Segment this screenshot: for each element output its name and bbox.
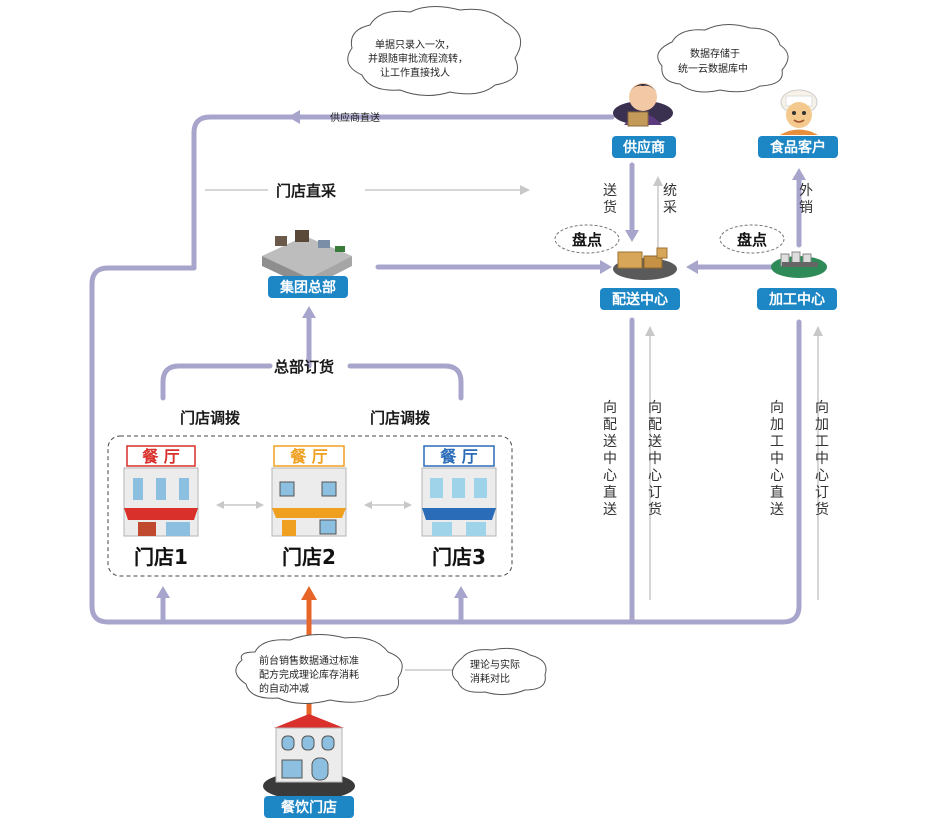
- documents-bubble: 单据只录入一次， 并跟随审批流程流转， 让工作直接找人: [347, 6, 522, 96]
- supplier-direct-label: 供应商直送: [330, 111, 380, 124]
- flow-arrowheads: [156, 110, 806, 598]
- inventory-bubble-right: 盘点: [719, 224, 785, 254]
- svg-text:食品客户: 食品客户: [770, 139, 826, 156]
- dc-order-label: 向配送中心订货: [648, 400, 662, 518]
- supplier-node: 供应商: [612, 136, 676, 158]
- arrowhead-supplier-to-dc: [625, 230, 639, 242]
- dc-direct-label: 向配送中心直送: [603, 400, 617, 518]
- food-customer-icon: [780, 89, 818, 135]
- svg-text:配送中心: 配送中心: [612, 291, 668, 308]
- processing-center-icon: [771, 251, 827, 278]
- restaurant-store: 餐饮门店: [263, 714, 355, 818]
- dc-order-arrowhead: [645, 326, 655, 336]
- deliver-label: 送货: [603, 183, 617, 216]
- arrowhead-to-hq: [302, 306, 316, 318]
- hq-order-bracket: [160, 363, 464, 401]
- svg-text:前台销售数据通过标准: 前台销售数据通过标准: [259, 654, 359, 667]
- svg-text:餐 厅: 餐 厅: [289, 447, 328, 466]
- processing-center-node: 加工中心: [757, 288, 837, 310]
- food-customer-node: 食品客户: [758, 136, 838, 158]
- distribution-center-node: 配送中心: [600, 288, 680, 310]
- supplier-direct-line: [89, 114, 802, 625]
- cloud-storage-bubble: 数据存储于 统一云数据库中: [657, 24, 789, 93]
- store-transfer-left-label: 门店调拨: [180, 409, 241, 427]
- direct-purchase-arrowhead: [520, 185, 530, 195]
- distribution-center-icon: [613, 247, 677, 280]
- svg-text:加工中心: 加工中心: [768, 291, 825, 308]
- svg-text:数据存储于: 数据存储于: [690, 47, 740, 60]
- svg-text:单据只录入一次，: 单据只录入一次，: [375, 38, 455, 51]
- pc-order-arrowhead: [813, 326, 823, 336]
- flow-lines: [89, 114, 802, 625]
- svg-text:餐 厅: 餐 厅: [141, 447, 180, 466]
- svg-text:让工作直接找人: 让工作直接找人: [380, 66, 450, 79]
- transfer-arrowhead-2-right: [404, 501, 412, 509]
- svg-text:配方完成理论库存消耗: 配方完成理论库存消耗: [259, 668, 359, 681]
- svg-text:统一云数据库中: 统一云数据库中: [678, 62, 748, 75]
- svg-text:门店3: 门店3: [432, 545, 486, 569]
- svg-text:供应商: 供应商: [622, 139, 665, 156]
- store-3: 餐 厅 门店3: [421, 445, 497, 569]
- arrowhead-hq-to-dc: [600, 260, 612, 274]
- compare-bubble: 理论与实际 消耗对比: [451, 647, 547, 696]
- unified-purchase-label: 统采: [663, 183, 677, 216]
- pc-direct-label: 向加工中心直送: [770, 400, 784, 518]
- group-hq-node: 集团总部: [268, 276, 348, 298]
- store-transfer-right-label: 门店调拨: [370, 409, 431, 427]
- svg-text:盘点: 盘点: [572, 231, 602, 249]
- transfer-arrowhead-2-left: [364, 501, 372, 509]
- transfer-arrowhead-1-left: [216, 501, 224, 509]
- external-sale-label: 外销: [799, 183, 813, 216]
- thin-arrows: [205, 176, 823, 671]
- arrowhead-store1: [156, 586, 170, 598]
- svg-text:餐 厅: 餐 厅: [439, 447, 478, 466]
- svg-text:并跟随审批流程流转，: 并跟随审批流程流转，: [368, 52, 468, 65]
- stores-group-box: [107, 435, 513, 577]
- svg-text:理论与实际: 理论与实际: [470, 658, 520, 671]
- supplier-icon: [613, 83, 673, 127]
- transfer-arrowhead-1-right: [256, 501, 264, 509]
- store-direct-purchase-label: 门店直采: [276, 182, 337, 200]
- svg-text:餐饮门店: 餐饮门店: [280, 799, 337, 816]
- hq-order-label: 总部订货: [274, 358, 334, 376]
- arrowhead-supplier-direct: [288, 110, 300, 124]
- svg-text:集团总部: 集团总部: [279, 279, 336, 296]
- arrowhead-pc-to-dc: [686, 260, 698, 274]
- store-2: 餐 厅 门店2: [271, 445, 347, 569]
- arrowhead-store3: [454, 586, 468, 598]
- unified-purchase-arrowhead: [653, 176, 663, 186]
- auto-deduct-bubble: 前台销售数据通过标准 配方完成理论库存消耗 的自动冲减: [235, 634, 403, 704]
- arrowhead-pc-to-customer: [792, 168, 806, 180]
- store-1: 餐 厅 门店1: [123, 445, 199, 569]
- svg-text:门店1: 门店1: [134, 545, 188, 569]
- svg-text:消耗对比: 消耗对比: [470, 672, 510, 685]
- svg-text:的自动冲减: 的自动冲减: [259, 682, 309, 695]
- inventory-bubble-left: 盘点: [554, 224, 620, 254]
- svg-text:盘点: 盘点: [737, 231, 767, 249]
- pc-order-label: 向加工中心订货: [815, 400, 829, 518]
- svg-text:门店2: 门店2: [282, 545, 336, 569]
